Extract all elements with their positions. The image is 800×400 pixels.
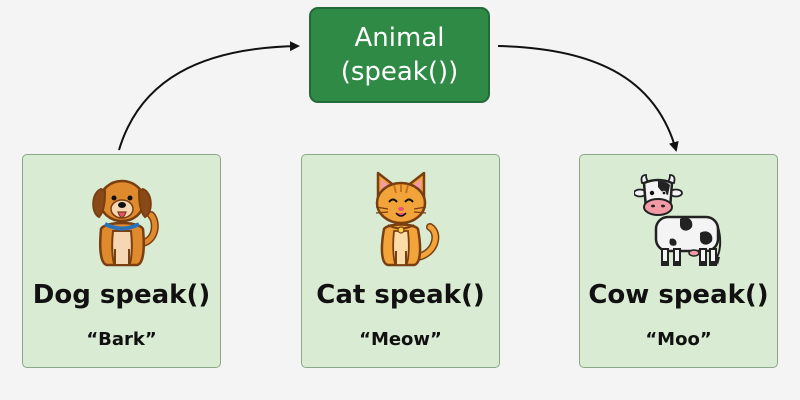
- animal-class-box: Animal (speak()): [309, 7, 490, 103]
- cow-sound: “Moo”: [645, 329, 712, 350]
- cow-class-card: Cow speak() “Moo”: [579, 154, 778, 368]
- cat-class-card: Cat speak() “Meow”: [301, 154, 500, 368]
- cat-sound: “Meow”: [359, 329, 442, 350]
- arrow-animal-to-cow: [497, 45, 679, 152]
- cat-icon: [375, 171, 439, 267]
- dog-class-card: Dog speak() “Bark”: [22, 154, 221, 368]
- animal-class-method: (speak()): [340, 57, 459, 87]
- cat-speak-title: Cat speak(): [316, 280, 485, 310]
- arrow-dog-to-animal: [118, 41, 300, 151]
- cow-speak-title: Cow speak(): [588, 280, 769, 310]
- cow-icon: [633, 174, 721, 266]
- dog-sound: “Bark”: [86, 329, 157, 350]
- dog-speak-title: Dog speak(): [32, 280, 211, 310]
- dog-icon: [91, 179, 159, 267]
- animal-class-name: Animal: [354, 23, 445, 53]
